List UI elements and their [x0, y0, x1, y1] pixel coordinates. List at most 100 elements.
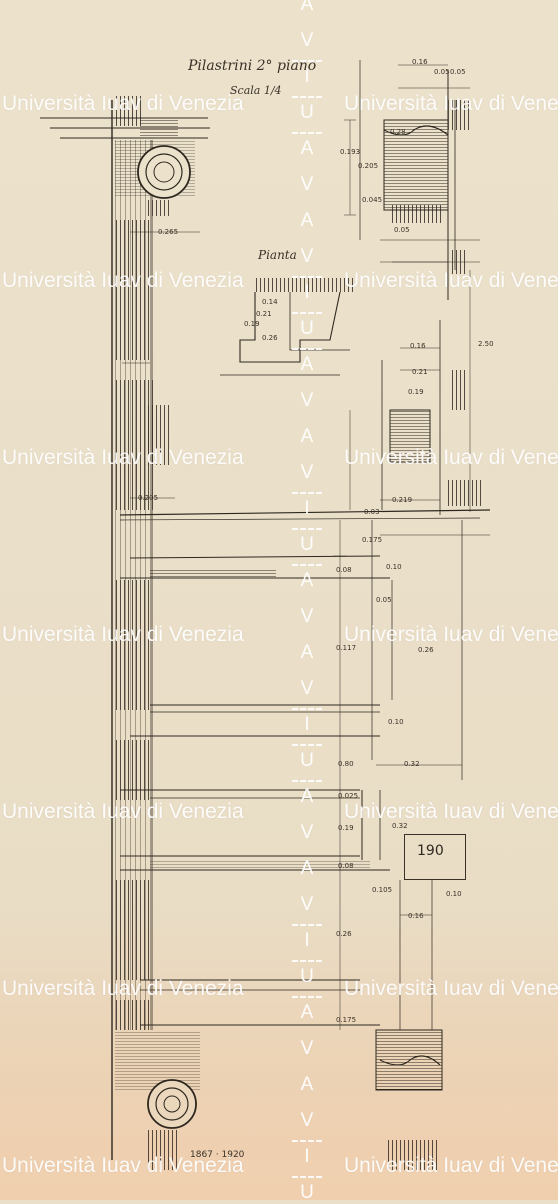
- dimension-label: 0.14: [262, 298, 278, 306]
- watermark-row: Università Iuav di Venezia Università Iu…: [0, 446, 558, 476]
- watermark-letter: V: [300, 894, 314, 915]
- dimension-label: 0.219: [392, 496, 413, 504]
- watermark-text-left: Università Iuav di Venezia: [2, 977, 244, 1000]
- dimension-label: 0.19: [408, 388, 424, 396]
- watermark-letter: A: [300, 426, 314, 447]
- watermark-row: Università Iuav di Venezia Università Iu…: [0, 623, 558, 653]
- watermark-letter: I: [304, 66, 310, 87]
- watermark-letter: I: [304, 714, 310, 735]
- dimension-label: 0.193: [340, 148, 361, 156]
- dimension-label: 0.08: [338, 862, 354, 870]
- watermark-letter: I: [304, 1146, 310, 1167]
- watermark-row: Università Iuav di Venezia Università Iu…: [0, 92, 558, 122]
- dimension-lines: [122, 64, 490, 1030]
- watermark-letter: A: [300, 570, 314, 591]
- watermark-dash: [292, 492, 322, 494]
- watermark-letter: U: [300, 966, 314, 987]
- watermark-text-left: Università Iuav di Venezia: [2, 446, 244, 469]
- watermark-text-left: Università Iuav di Venezia: [2, 92, 244, 115]
- watermark-dash: [292, 96, 322, 98]
- watermark-letter: A: [300, 210, 314, 231]
- dimension-label: 0.03: [364, 508, 380, 516]
- watermark-letter: A: [300, 138, 314, 159]
- top-cornice: [40, 96, 210, 140]
- dimension-label: 0.32: [404, 760, 420, 768]
- watermark-letter: A: [300, 858, 314, 879]
- watermark-dash: [292, 744, 322, 746]
- dimension-label: 0.10: [386, 563, 402, 571]
- dimension-label: 0.28: [390, 128, 406, 136]
- top-capital: [115, 138, 195, 216]
- watermark-text-right: Università Iuav di Venezia: [344, 269, 558, 292]
- watermark-letter: A: [300, 1002, 314, 1023]
- footer-note: 1867 · 1920: [190, 1150, 245, 1160]
- watermark-row: Università Iuav di Venezia Università Iu…: [0, 977, 558, 1007]
- dimension-label: 0.025: [338, 792, 359, 800]
- dimension-label: 0.117: [336, 644, 357, 652]
- watermark-letter: V: [300, 1038, 314, 1059]
- watermark-dash: [292, 564, 322, 566]
- dimension-label: 0.19: [244, 320, 260, 328]
- dimension-label: 0.175: [336, 1016, 357, 1024]
- dimension-label: 0.32: [392, 822, 408, 830]
- dimension-label: 0.16: [410, 342, 426, 350]
- watermark-dash: [292, 276, 322, 278]
- archive-box-number: 190: [404, 834, 466, 880]
- dimension-label: 0.175: [362, 536, 383, 544]
- watermark-row: Università Iuav di Venezia Università Iu…: [0, 800, 558, 830]
- watermark-letter: U: [300, 534, 314, 555]
- dimension-label: 0.05: [450, 68, 466, 76]
- watermark-letter: V: [300, 1110, 314, 1131]
- dimension-label: 0.21: [256, 310, 272, 318]
- watermark-text-right: Università Iuav di Venezia: [344, 623, 558, 646]
- watermark-dash: [292, 1140, 322, 1142]
- dimension-label: 0.16: [408, 912, 424, 920]
- dimension-label: 0.05: [434, 68, 450, 76]
- dimension-label: 0.10: [446, 890, 462, 898]
- section-label: Pianta: [258, 248, 297, 262]
- drawing-scale: Scala 1/4: [230, 84, 282, 97]
- watermark-letter: V: [300, 30, 314, 51]
- dimension-label: 0.205: [358, 162, 379, 170]
- box-number-text: 190: [417, 843, 444, 859]
- watermark-dash: [292, 780, 322, 782]
- dimension-label: 0.26: [336, 930, 352, 938]
- watermark-dash: [292, 60, 322, 62]
- dimension-label: 2.50: [478, 340, 494, 348]
- right-top-capital: [359, 60, 480, 300]
- watermark-letter: A: [300, 642, 314, 663]
- watermark-letter: I: [304, 930, 310, 951]
- mid-base: [119, 405, 491, 780]
- watermark-dash: [292, 528, 322, 530]
- watermark-letter: A: [300, 786, 314, 807]
- dimension-label: 0.205: [138, 494, 159, 502]
- dimension-label: 0.21: [412, 368, 428, 376]
- dimension-label: 0.05: [376, 596, 392, 604]
- watermark-dash: [292, 348, 322, 350]
- watermark-letter: U: [300, 102, 314, 123]
- dimension-label: 0.05: [394, 226, 410, 234]
- watermark-letter: V: [300, 678, 314, 699]
- watermark-text-right: Università Iuav di Venezia: [344, 1154, 558, 1177]
- bottom-capital: [115, 1029, 443, 1170]
- dimension-label: 0.80: [338, 760, 354, 768]
- watermark-letter: A: [300, 354, 314, 375]
- dimension-label: 0.19: [338, 824, 354, 832]
- watermark-dash: [292, 132, 322, 134]
- watermark-letter: U: [300, 750, 314, 771]
- watermark-letter: V: [300, 606, 314, 627]
- dimension-label: 0.16: [412, 58, 428, 66]
- dimension-label: 0.045: [362, 196, 383, 204]
- dimension-label: 0.26: [262, 334, 278, 342]
- watermark-text-left: Università Iuav di Venezia: [2, 269, 244, 292]
- watermark-letter: I: [304, 498, 310, 519]
- drawing-title: Pilastrini 2° piano: [188, 58, 317, 74]
- watermark-dash: [292, 960, 322, 962]
- watermark-text-right: Università Iuav di Venezia: [344, 977, 558, 1000]
- watermark-letter: V: [300, 390, 314, 411]
- watermark-letter: A: [300, 0, 314, 15]
- dimension-label: 0.08: [336, 566, 352, 574]
- watermark-dash: [292, 312, 322, 314]
